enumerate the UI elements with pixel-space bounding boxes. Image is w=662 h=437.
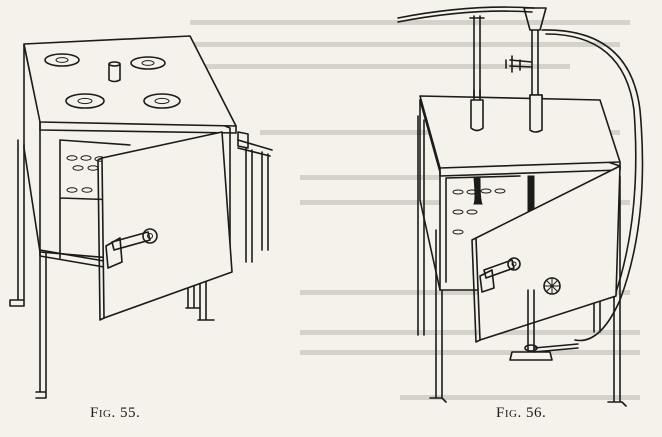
fig55-drawing — [9, 35, 273, 399]
fig56-burner — [509, 289, 579, 361]
fig55-top-openings — [44, 53, 181, 109]
fig55-door-latch — [105, 228, 158, 269]
fig55-door — [101, 131, 233, 319]
fig56-door-latch — [479, 257, 521, 293]
fig56-door-dial — [543, 277, 561, 295]
fig56-drawing — [397, 6, 644, 407]
fig56-door — [475, 165, 621, 341]
fig55-side-pipes — [237, 131, 273, 263]
fig56-caption: Fig. 56. — [496, 405, 547, 421]
fig56-top-plate — [419, 95, 621, 169]
fig55-caption: Fig. 55. — [90, 405, 141, 421]
fig56-tubes — [397, 6, 644, 342]
fig55-top-plate — [23, 35, 237, 127]
